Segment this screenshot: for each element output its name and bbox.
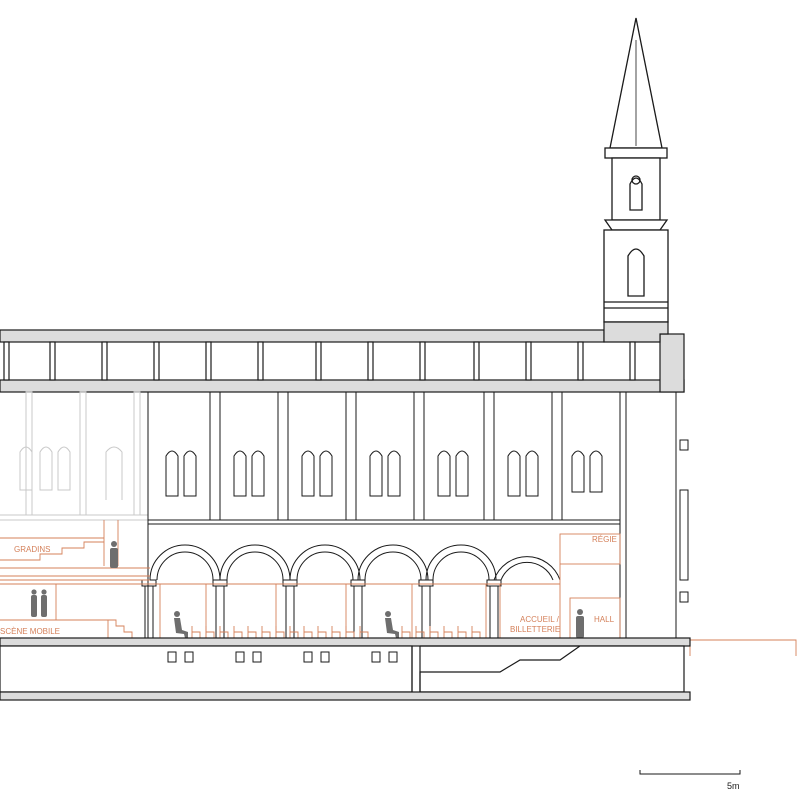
room-labels: GRADINS RÉGIE SCÈNE MOBILE ACCUEIL / BIL… bbox=[0, 535, 617, 636]
pilasters bbox=[209, 391, 563, 521]
tower-cornice bbox=[603, 219, 669, 231]
roof-structure bbox=[0, 321, 685, 393]
scale-bar-line bbox=[639, 770, 741, 775]
label-hall: HALL bbox=[594, 615, 615, 624]
label-accueil: ACCUEIL / bbox=[520, 615, 560, 624]
ghost-elevation bbox=[0, 391, 148, 521]
person-seated-1 bbox=[174, 611, 188, 638]
label-scene-mobile: SCÈNE MOBILE bbox=[0, 627, 60, 636]
tower-wall-section bbox=[659, 333, 685, 393]
nave-elevation bbox=[141, 391, 689, 641]
regie-room bbox=[559, 533, 621, 565]
label-regie: RÉGIE bbox=[592, 535, 617, 544]
foundation-slab bbox=[0, 691, 691, 701]
label-gradins: GRADINS bbox=[14, 545, 50, 554]
arcade bbox=[149, 544, 561, 581]
gradins-stair bbox=[0, 541, 104, 561]
exterior-step bbox=[689, 639, 797, 656]
people-silhouettes bbox=[31, 541, 584, 638]
attic-floor-slab bbox=[0, 379, 685, 393]
belfry bbox=[611, 157, 661, 221]
roof-tower-junction bbox=[603, 321, 669, 343]
person-stage-2 bbox=[41, 589, 47, 617]
clerestory-windows bbox=[165, 450, 603, 497]
basement-left bbox=[0, 645, 413, 693]
person-seated-2 bbox=[385, 611, 399, 638]
attic-posts bbox=[3, 341, 636, 381]
basement-right bbox=[419, 645, 685, 693]
scale-bar-label: 5m bbox=[727, 781, 740, 791]
tower-lancet-window bbox=[627, 248, 645, 297]
spire-base-band bbox=[604, 147, 668, 159]
label-billetterie: BILLETTERIE bbox=[510, 625, 560, 634]
belfry-oculus bbox=[631, 175, 641, 185]
scale-bar: 5m bbox=[639, 770, 741, 791]
tower-body bbox=[603, 229, 669, 323]
arcade-columns bbox=[141, 579, 502, 641]
stage-steps bbox=[108, 619, 140, 639]
foundation bbox=[0, 637, 691, 701]
ground-floor-slab bbox=[0, 637, 691, 647]
roof-slab bbox=[0, 329, 605, 343]
basement-windows bbox=[167, 651, 398, 663]
right-side-structure bbox=[619, 392, 689, 640]
belfry-opening bbox=[629, 177, 643, 211]
person-gallery bbox=[110, 541, 118, 568]
person-stage-1 bbox=[31, 589, 37, 617]
steeple bbox=[603, 17, 669, 323]
audience-chairs bbox=[191, 626, 481, 638]
person-hall bbox=[576, 609, 584, 638]
